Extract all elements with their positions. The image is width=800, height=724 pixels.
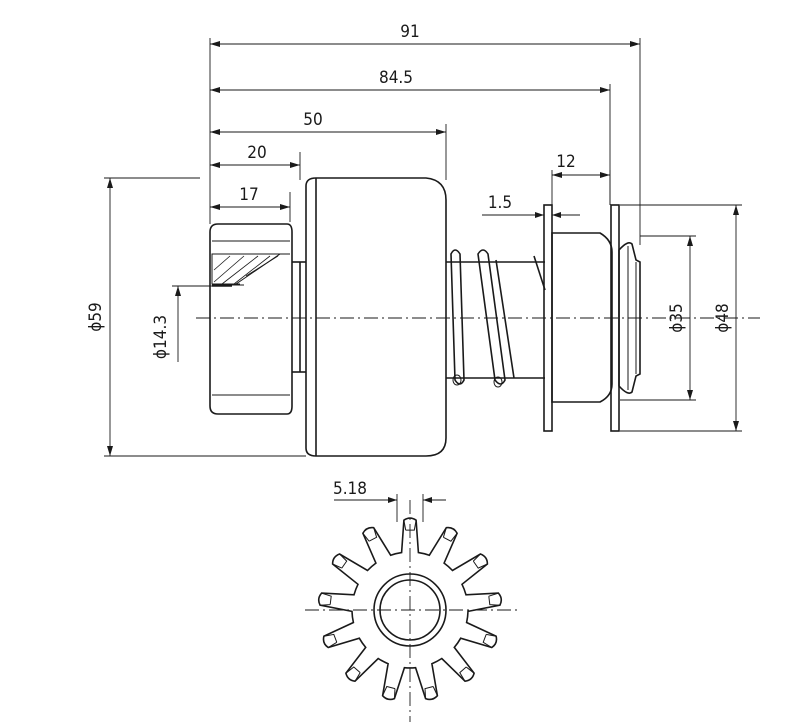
- gear-tooth: [482, 633, 497, 648]
- gear-outline: [317, 517, 503, 701]
- dim-84-5: 84.5: [379, 68, 413, 88]
- dim-91: 91: [400, 22, 419, 42]
- clutch-housing: [305, 177, 447, 457]
- gear-tooth: [488, 592, 500, 606]
- gear-tooth: [345, 666, 361, 682]
- spring: [450, 249, 546, 388]
- gear-tooth: [442, 527, 458, 542]
- gear-bore-outer: [373, 573, 447, 647]
- gear-tooth: [382, 685, 396, 699]
- side-view: [196, 177, 760, 457]
- dimensions: 91 84.5 50 20 17 12 1.5: [86, 22, 742, 457]
- gear-tooth: [472, 553, 488, 569]
- gear-tooth: [323, 633, 338, 648]
- dim-dia-48: ϕ48: [713, 303, 733, 333]
- dim-dia-14-3: ϕ14.3: [151, 315, 171, 359]
- end-cap: [618, 242, 641, 394]
- dim-20: 20: [247, 143, 266, 163]
- dim-dia-35: ϕ35: [667, 303, 687, 333]
- gear-tooth: [332, 553, 348, 569]
- gear-teeth: [317, 517, 503, 701]
- gear-tooth: [320, 592, 332, 606]
- gear-tooth: [362, 527, 378, 542]
- dim-12: 12: [556, 152, 575, 172]
- pinion-section: [209, 223, 293, 415]
- dim-5-18: 5.18: [333, 479, 367, 499]
- dim-50: 50: [303, 110, 322, 130]
- dim-dia-59: ϕ59: [86, 302, 106, 332]
- gear-tooth: [459, 666, 475, 682]
- gear-bore-inner: [379, 579, 441, 641]
- gear-tooth: [424, 686, 438, 699]
- dim-1-5: 1.5: [488, 193, 512, 213]
- gear-tooth: [403, 520, 417, 531]
- dim-17: 17: [239, 185, 258, 205]
- gear-front-view: 5.18: [305, 479, 520, 722]
